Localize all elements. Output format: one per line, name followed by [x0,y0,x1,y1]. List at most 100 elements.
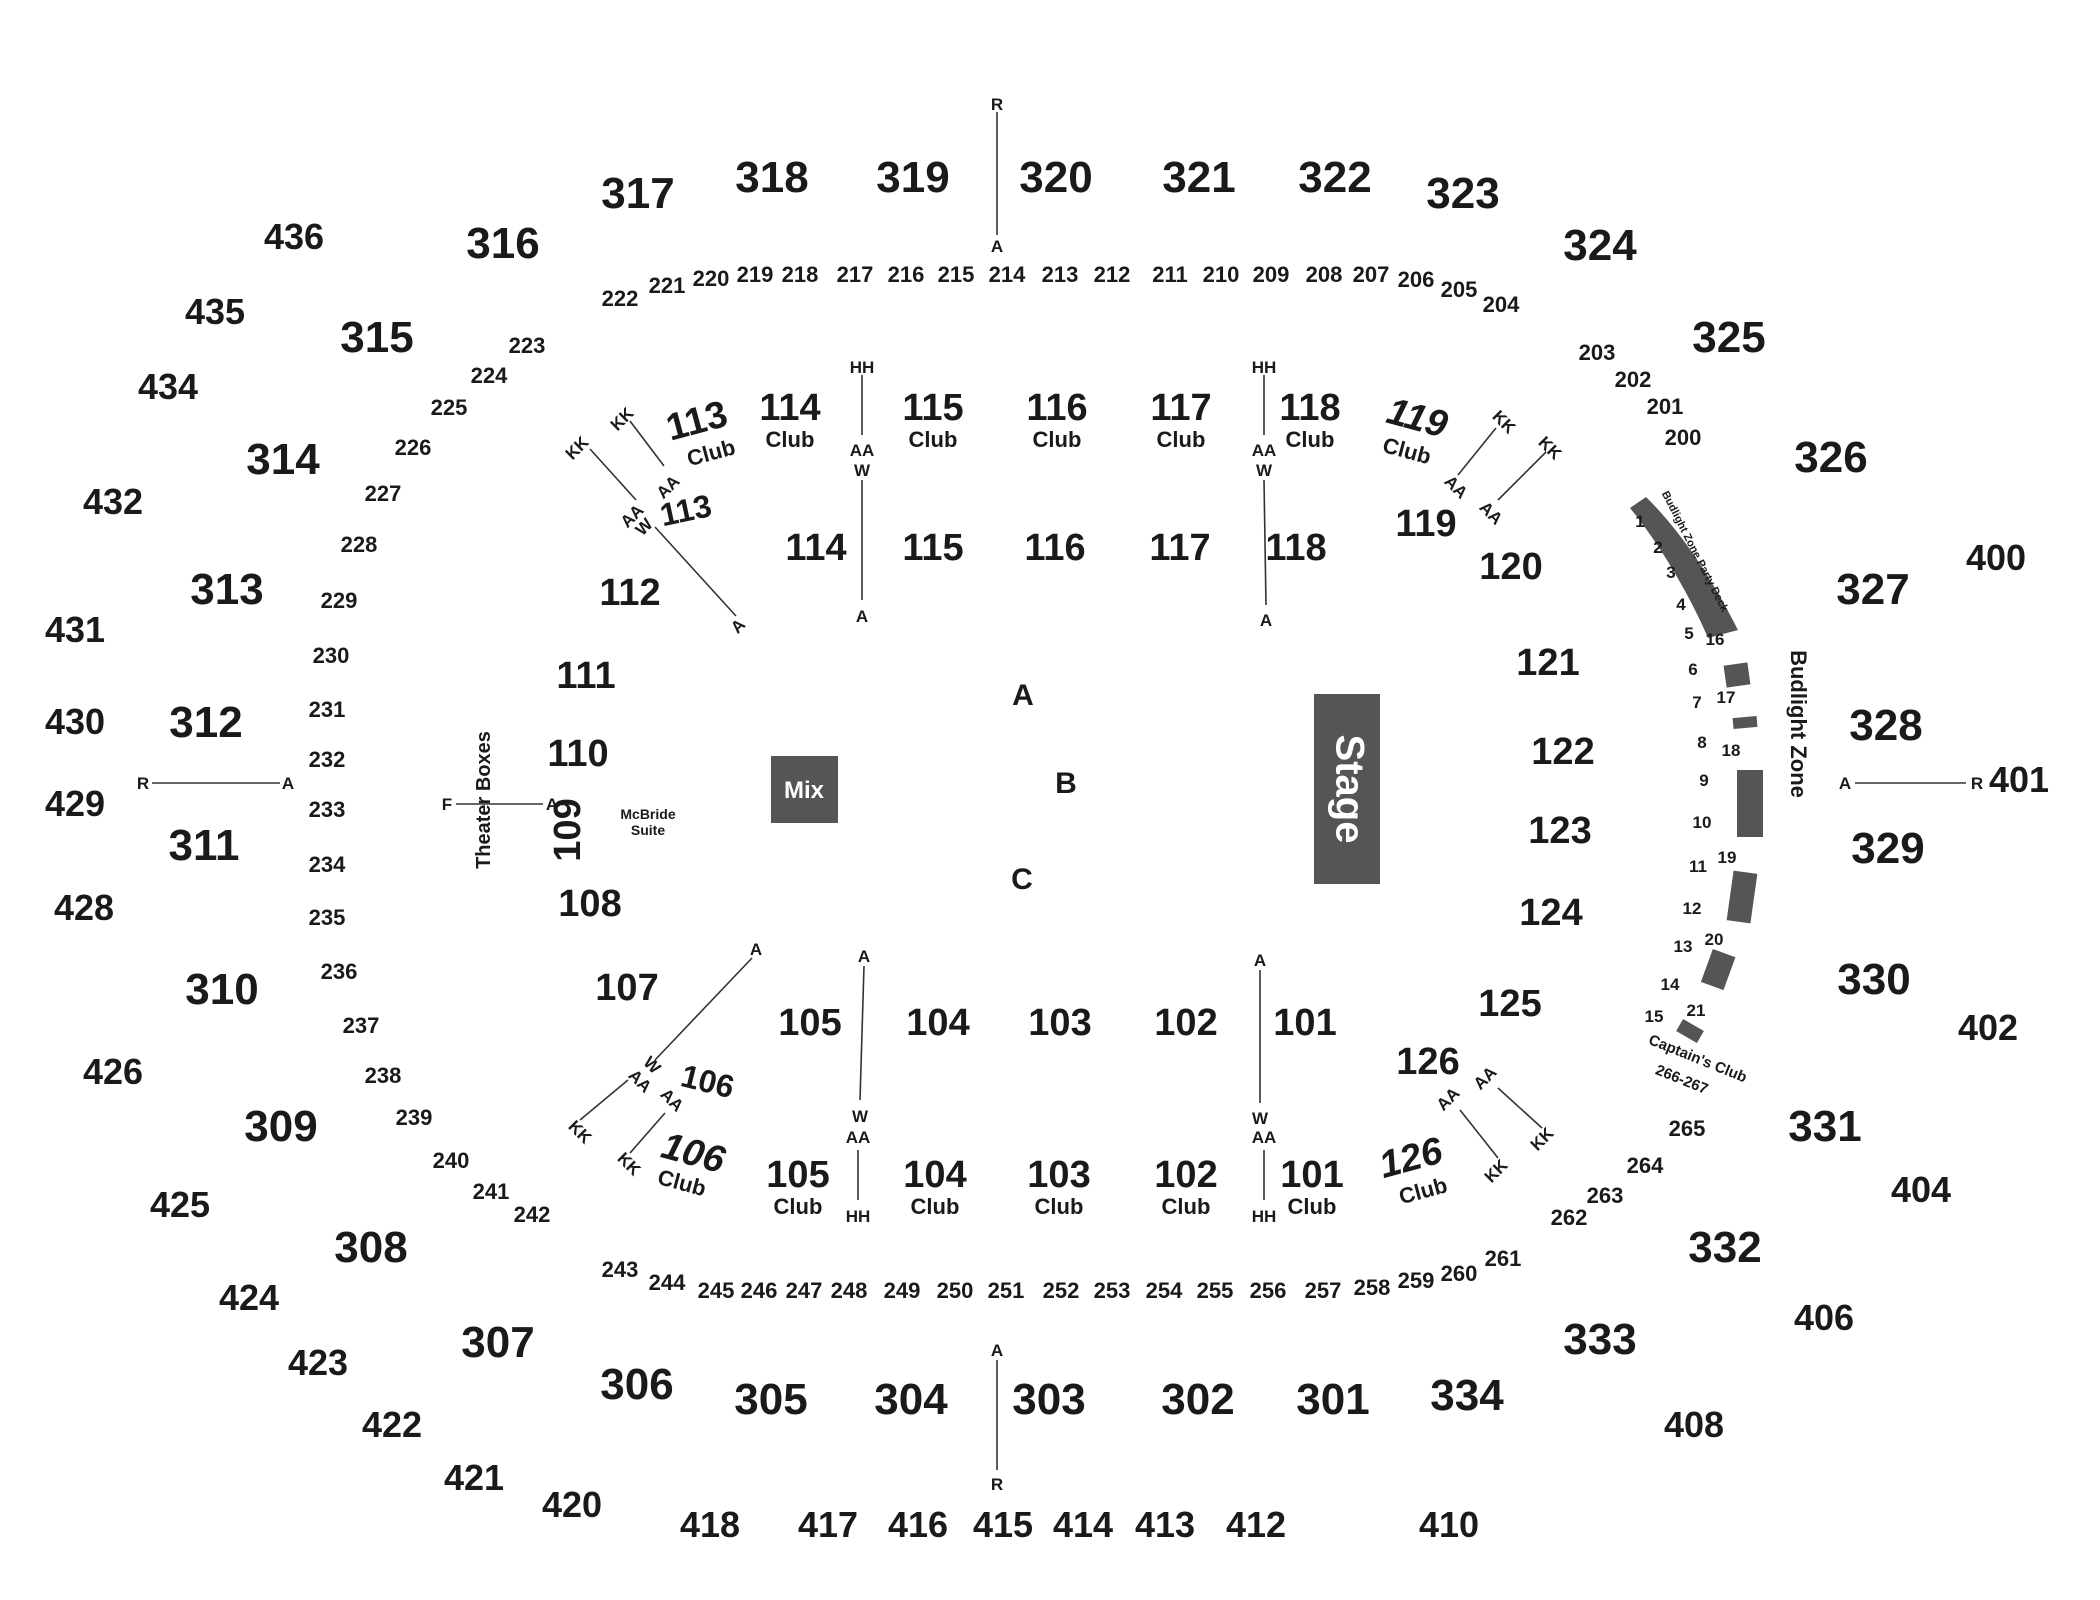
section-220[interactable]: 220 [693,266,730,291]
section-120[interactable]: 120 [1479,546,1542,588]
section-213[interactable]: 213 [1042,262,1079,287]
section-408[interactable]: 408 [1664,1404,1724,1445]
section-222[interactable]: 222 [602,286,639,311]
budlight-zone-box-17[interactable] [1732,715,1758,730]
floor-section-c[interactable]: C [1011,863,1033,896]
section-250[interactable]: 250 [937,1278,974,1303]
budlight-zone-box-18[interactable] [1737,770,1763,837]
zone-number-9[interactable]: 9 [1699,771,1708,790]
section-414[interactable]: 414 [1053,1504,1113,1545]
section-114[interactable]: 114 [785,527,846,569]
section-334[interactable]: 334 [1430,1371,1504,1420]
section-328[interactable]: 328 [1849,701,1922,750]
club-104-number[interactable]: 104 [903,1154,966,1196]
section-404[interactable]: 404 [1891,1169,1951,1210]
section-260[interactable]: 260 [1441,1261,1478,1286]
section-263[interactable]: 263 [1587,1183,1624,1208]
section-229[interactable]: 229 [321,588,358,613]
zone-number-18[interactable]: 18 [1722,741,1741,760]
section-108[interactable]: 108 [558,883,621,925]
section-332[interactable]: 332 [1688,1223,1761,1272]
section-429[interactable]: 429 [45,783,105,824]
section-111[interactable]: 111 [556,655,615,697]
section-237[interactable]: 237 [343,1013,380,1038]
section-422[interactable]: 422 [362,1404,422,1445]
section-216[interactable]: 216 [888,262,925,287]
section-257[interactable]: 257 [1305,1278,1342,1303]
section-223[interactable]: 223 [509,333,546,358]
club-115-number[interactable]: 115 [902,387,963,429]
section-112[interactable]: 112 [599,572,660,614]
section-333[interactable]: 333 [1563,1315,1636,1364]
section-248[interactable]: 248 [831,1278,868,1303]
section-218[interactable]: 218 [782,262,819,287]
section-121[interactable]: 121 [1516,642,1579,684]
zone-number-10[interactable]: 10 [1693,813,1712,832]
section-206[interactable]: 206 [1398,267,1435,292]
section-225[interactable]: 225 [431,395,468,420]
section-312[interactable]: 312 [169,698,242,747]
section-264[interactable]: 264 [1627,1153,1664,1178]
zone-number-16[interactable]: 16 [1706,630,1725,649]
section-428[interactable]: 428 [54,887,114,928]
section-221[interactable]: 221 [649,273,686,298]
club-118-number[interactable]: 118 [1279,387,1340,429]
section-217[interactable]: 217 [837,262,874,287]
section-262[interactable]: 262 [1551,1205,1588,1230]
section-212[interactable]: 212 [1094,262,1131,287]
section-243[interactable]: 243 [602,1257,639,1282]
section-104[interactable]: 104 [906,1002,969,1044]
section-317[interactable]: 317 [601,169,674,218]
section-430[interactable]: 430 [45,701,105,742]
section-214[interactable]: 214 [989,262,1026,287]
section-310[interactable]: 310 [185,965,258,1014]
section-224[interactable]: 224 [471,363,508,388]
section-211[interactable]: 211 [1152,262,1188,287]
section-124[interactable]: 124 [1519,892,1582,934]
floor-section-a[interactable]: A [1012,679,1034,712]
section-245[interactable]: 245 [698,1278,735,1303]
section-103[interactable]: 103 [1028,1002,1091,1044]
section-406[interactable]: 406 [1794,1297,1854,1338]
section-200[interactable]: 200 [1665,425,1702,450]
section-434[interactable]: 434 [138,366,198,407]
section-261[interactable]: 261 [1485,1246,1522,1271]
budlight-party-deck[interactable] [1630,497,1738,638]
club-116-number[interactable]: 116 [1026,387,1087,429]
section-252[interactable]: 252 [1043,1278,1080,1303]
budlight-zone-box-21[interactable] [1676,1018,1704,1044]
section-259[interactable]: 259 [1398,1268,1435,1293]
section-309[interactable]: 309 [244,1102,317,1151]
section-232[interactable]: 232 [309,747,346,772]
section-265[interactable]: 265 [1669,1116,1706,1141]
zone-number-15[interactable]: 15 [1645,1007,1664,1026]
floor-section-b[interactable]: B [1055,767,1077,800]
section-231[interactable]: 231 [309,697,346,722]
section-329[interactable]: 329 [1851,824,1924,873]
zone-number-14[interactable]: 14 [1661,975,1680,994]
section-230[interactable]: 230 [313,643,350,668]
section-208[interactable]: 208 [1306,262,1343,287]
section-219[interactable]: 219 [737,262,774,287]
section-227[interactable]: 227 [365,481,402,506]
zone-number-7[interactable]: 7 [1692,693,1701,712]
section-322[interactable]: 322 [1298,153,1371,202]
section-410[interactable]: 410 [1419,1504,1479,1545]
budlight-zone-box-16[interactable] [1723,662,1751,688]
section-413[interactable]: 413 [1135,1504,1195,1545]
section-418[interactable]: 418 [680,1504,740,1545]
section-233[interactable]: 233 [309,797,346,822]
section-313[interactable]: 313 [190,565,263,614]
club-103-number[interactable]: 103 [1027,1154,1090,1196]
section-116[interactable]: 116 [1024,527,1085,569]
section-420[interactable]: 420 [542,1484,602,1525]
section-426[interactable]: 426 [83,1051,143,1092]
section-254[interactable]: 254 [1146,1278,1183,1303]
section-316[interactable]: 316 [466,219,539,268]
section-314[interactable]: 314 [246,435,320,484]
section-249[interactable]: 249 [884,1278,921,1303]
section-247[interactable]: 247 [786,1278,823,1303]
section-118[interactable]: 118 [1265,527,1326,569]
section-311[interactable]: 311 [169,821,240,870]
section-215[interactable]: 215 [938,262,975,287]
